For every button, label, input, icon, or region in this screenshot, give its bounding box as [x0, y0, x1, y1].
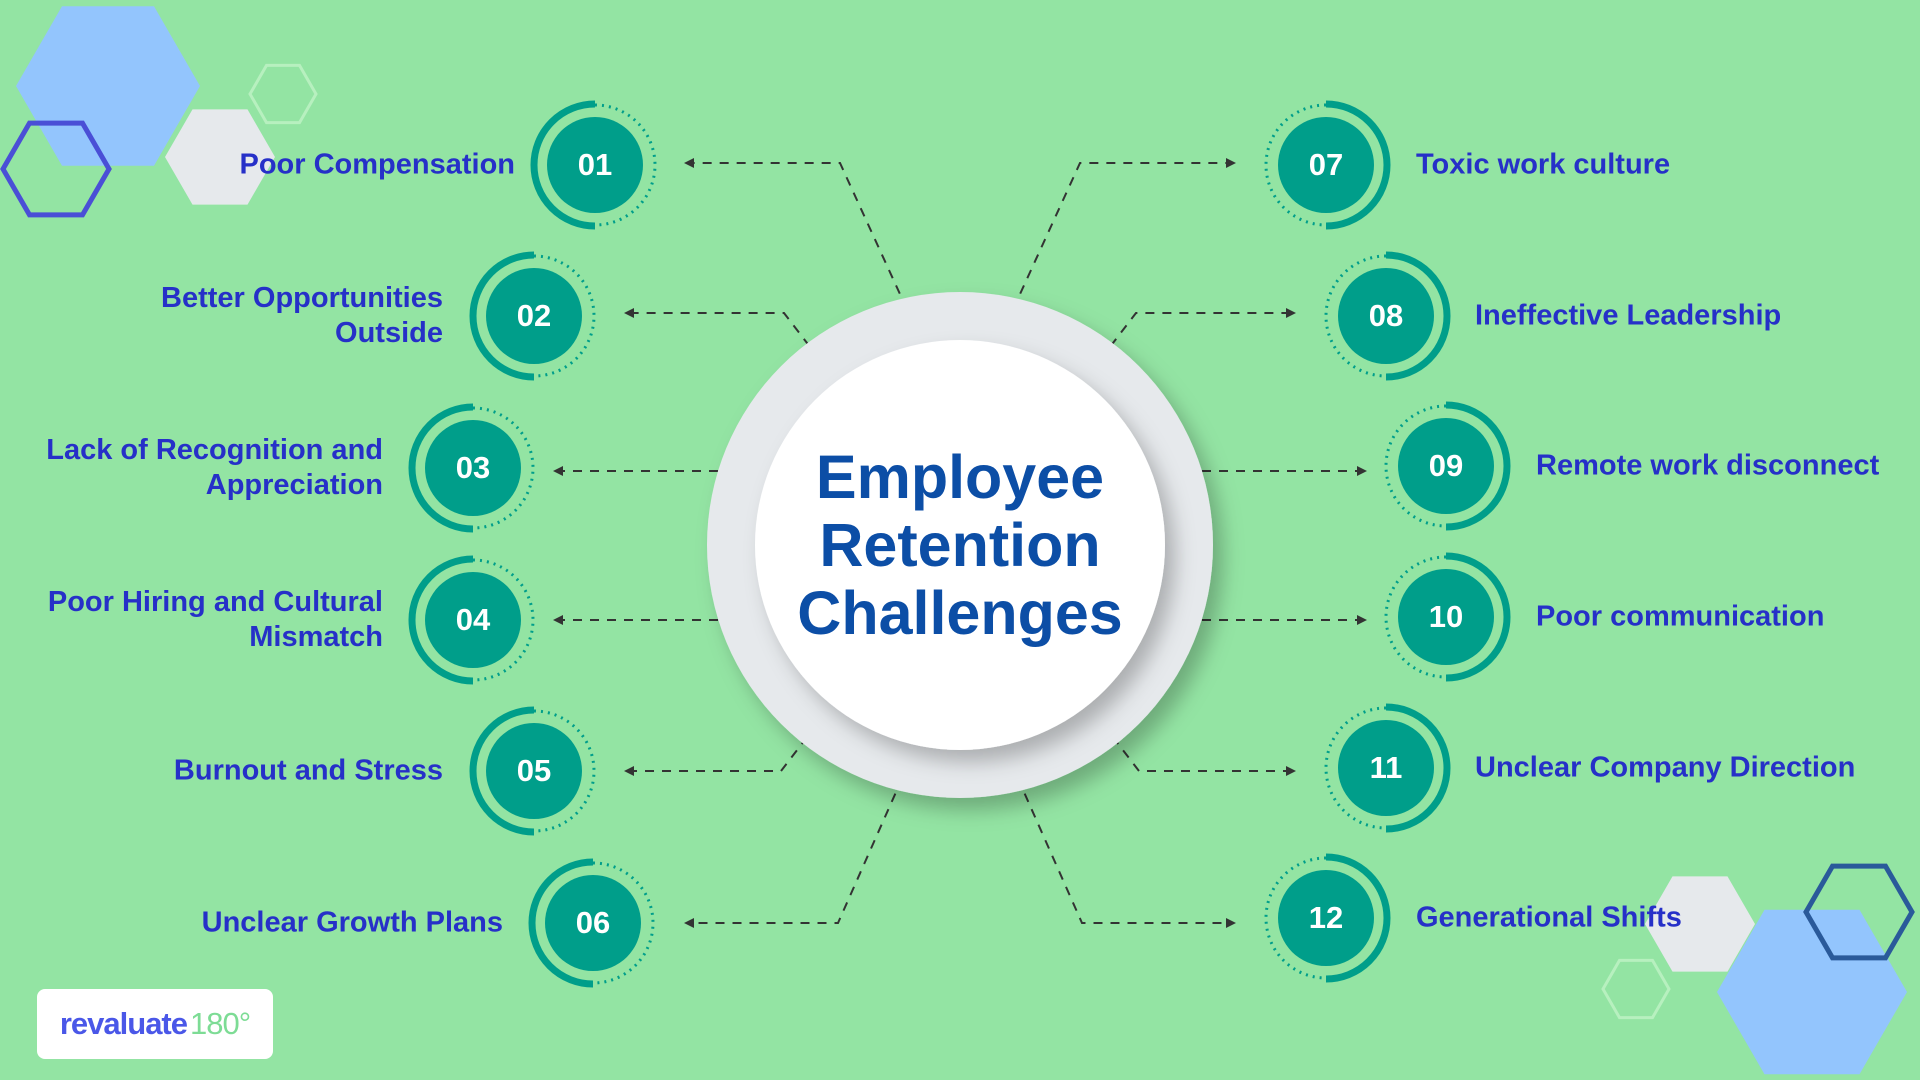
item-label: Poor communication	[1536, 600, 1824, 635]
item-label: Toxic work culture	[1416, 148, 1670, 183]
progress-arc	[530, 100, 596, 230]
connector-line	[684, 158, 922, 341]
badge-disc	[1398, 569, 1494, 665]
label-line: Outside	[335, 317, 443, 349]
hexagon-decoration	[1803, 863, 1915, 961]
center-disc	[755, 340, 1165, 750]
item-badge	[1324, 251, 1451, 381]
logo-suffix: 180°	[190, 1006, 251, 1041]
label-line: Toxic work culture	[1416, 148, 1671, 181]
logo-brand: revaluate	[59, 1006, 188, 1041]
connector-line	[998, 158, 1236, 341]
item-number: 03	[455, 450, 491, 485]
progress-arc	[1445, 552, 1511, 682]
title-line: Retention	[819, 511, 1101, 579]
label-line: Appreciation	[205, 469, 383, 501]
item-number: 02	[516, 298, 552, 333]
label-line: Poor communication	[1536, 600, 1825, 633]
hexagon-decoration	[1645, 876, 1755, 972]
item-number: 04	[455, 602, 491, 637]
item-number: 01	[577, 147, 613, 182]
progress-arc	[469, 251, 535, 381]
item-label: Burnout and Stress	[174, 754, 443, 789]
item-number: 12	[1308, 900, 1344, 935]
badge-disc	[1338, 268, 1434, 364]
hexagon-decoration	[165, 109, 275, 205]
label-line: Ineffective Leadership	[1475, 299, 1782, 332]
label-line: Lack of Recognition and	[46, 434, 383, 466]
connector-line	[684, 746, 917, 928]
progress-arc	[469, 706, 535, 836]
progress-arc	[1325, 853, 1391, 983]
connector-line	[1003, 746, 1236, 928]
label-line: Remote work disconnect	[1536, 449, 1880, 482]
title-line: Employee	[815, 443, 1105, 511]
item-number: 05	[516, 753, 552, 788]
item-label: Ineffective Leadership	[1475, 299, 1781, 334]
badge-disc	[486, 723, 582, 819]
item-label: Unclear Company Direction	[1475, 751, 1855, 786]
item-badge	[408, 555, 535, 685]
item-badge	[469, 706, 596, 836]
badge-disc	[545, 875, 641, 971]
hexagon-decoration	[1601, 958, 1671, 1020]
label-line: Poor Compensation	[239, 148, 515, 181]
progress-arc	[1445, 401, 1511, 531]
item-label: Unclear Growth Plans	[202, 906, 503, 941]
badge-disc	[1398, 418, 1494, 514]
item-label: Generational Shifts	[1416, 901, 1682, 936]
badge-disc	[547, 117, 643, 213]
item-badge	[528, 858, 655, 988]
item-badge	[530, 100, 657, 230]
progress-arc	[408, 403, 474, 533]
label-line: Unclear Company Direction	[1475, 751, 1856, 784]
item-number: 06	[575, 905, 611, 940]
badge-disc	[1338, 720, 1434, 816]
badge-disc	[1278, 870, 1374, 966]
label-line: Mismatch	[249, 621, 383, 653]
item-badge	[1264, 100, 1391, 230]
label-line: Better Opportunities	[161, 282, 443, 314]
badge-disc	[425, 572, 521, 668]
item-number: 10	[1428, 599, 1464, 634]
item-badge	[1324, 703, 1451, 833]
label-line: Poor Hiring and Cultural	[47, 586, 383, 618]
badge-disc	[1278, 117, 1374, 213]
item-badge	[408, 403, 535, 533]
item-number: 07	[1308, 147, 1344, 182]
item-badge	[1384, 401, 1511, 531]
progress-arc	[1385, 251, 1451, 381]
hexagon-decoration	[248, 63, 318, 125]
label-line: Unclear Growth Plans	[201, 906, 503, 939]
item-badge	[1384, 552, 1511, 682]
diagram-title: Employee Retention Challenges	[760, 443, 1160, 647]
badge-disc	[425, 420, 521, 516]
hexagon-decoration	[1717, 909, 1907, 1075]
hexagon-decoration	[0, 120, 112, 218]
item-label: Remote work disconnect	[1536, 449, 1879, 484]
title-line: Challenges	[797, 579, 1123, 647]
item-badge	[1264, 853, 1391, 983]
item-badge	[469, 251, 596, 381]
hexagon-decoration	[16, 6, 200, 166]
item-number: 08	[1368, 298, 1404, 333]
badge-disc	[486, 268, 582, 364]
progress-arc	[1325, 100, 1391, 230]
progress-arc	[1385, 703, 1451, 833]
progress-arc	[408, 555, 474, 685]
item-number: 11	[1369, 750, 1403, 785]
item-number: 09	[1428, 448, 1464, 483]
label-line: Burnout and Stress	[173, 754, 443, 787]
item-label: Poor Compensation	[239, 148, 515, 183]
label-line: Generational Shifts	[1416, 901, 1682, 934]
progress-arc	[528, 858, 594, 988]
